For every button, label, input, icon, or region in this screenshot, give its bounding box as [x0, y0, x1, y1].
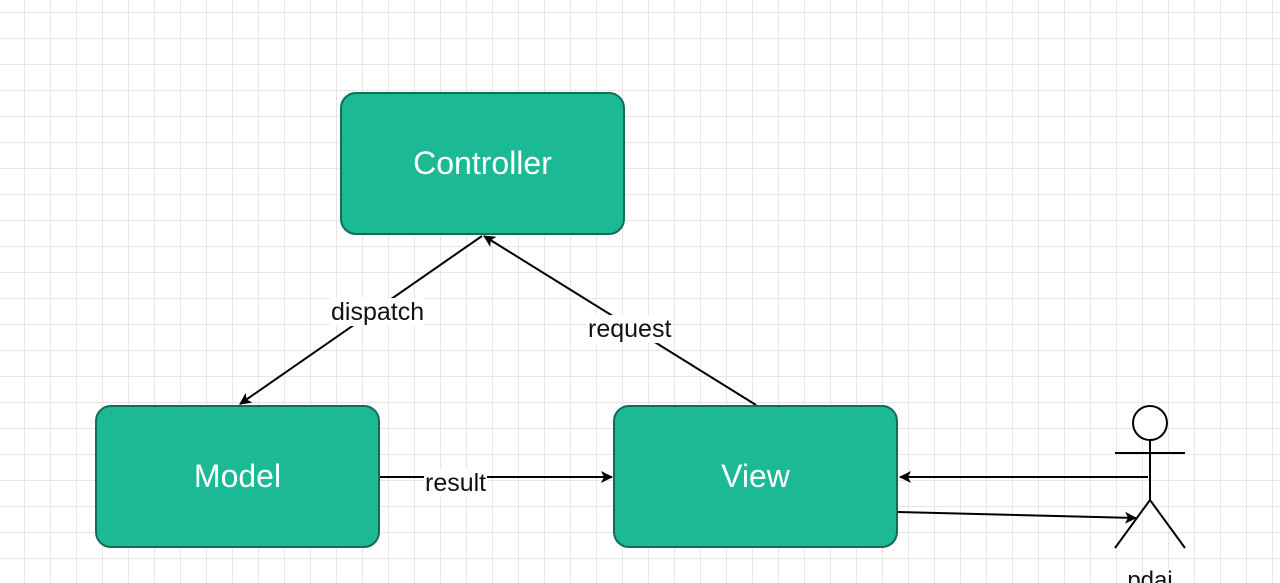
model-node[interactable]: Model [95, 405, 380, 548]
view-node[interactable]: View [613, 405, 898, 548]
actor-left-leg [1114, 499, 1151, 549]
edge-view-to-actor-line[interactable] [897, 511, 1137, 524]
edge-request-label[interactable]: request [587, 315, 673, 343]
controller-node[interactable]: Controller [340, 92, 625, 235]
view-node-label: View [721, 458, 790, 494]
controller-node-label: Controller [413, 145, 552, 181]
edge-result-label[interactable]: result [424, 469, 488, 497]
actor-right-leg [1149, 499, 1186, 549]
actor-label: pdai [1127, 567, 1173, 583]
actor-head [1132, 405, 1168, 441]
model-node-label: Model [193, 458, 282, 494]
edge-dispatch-label[interactable]: dispatch [330, 298, 426, 326]
actor-figure[interactable] [1114, 405, 1186, 549]
